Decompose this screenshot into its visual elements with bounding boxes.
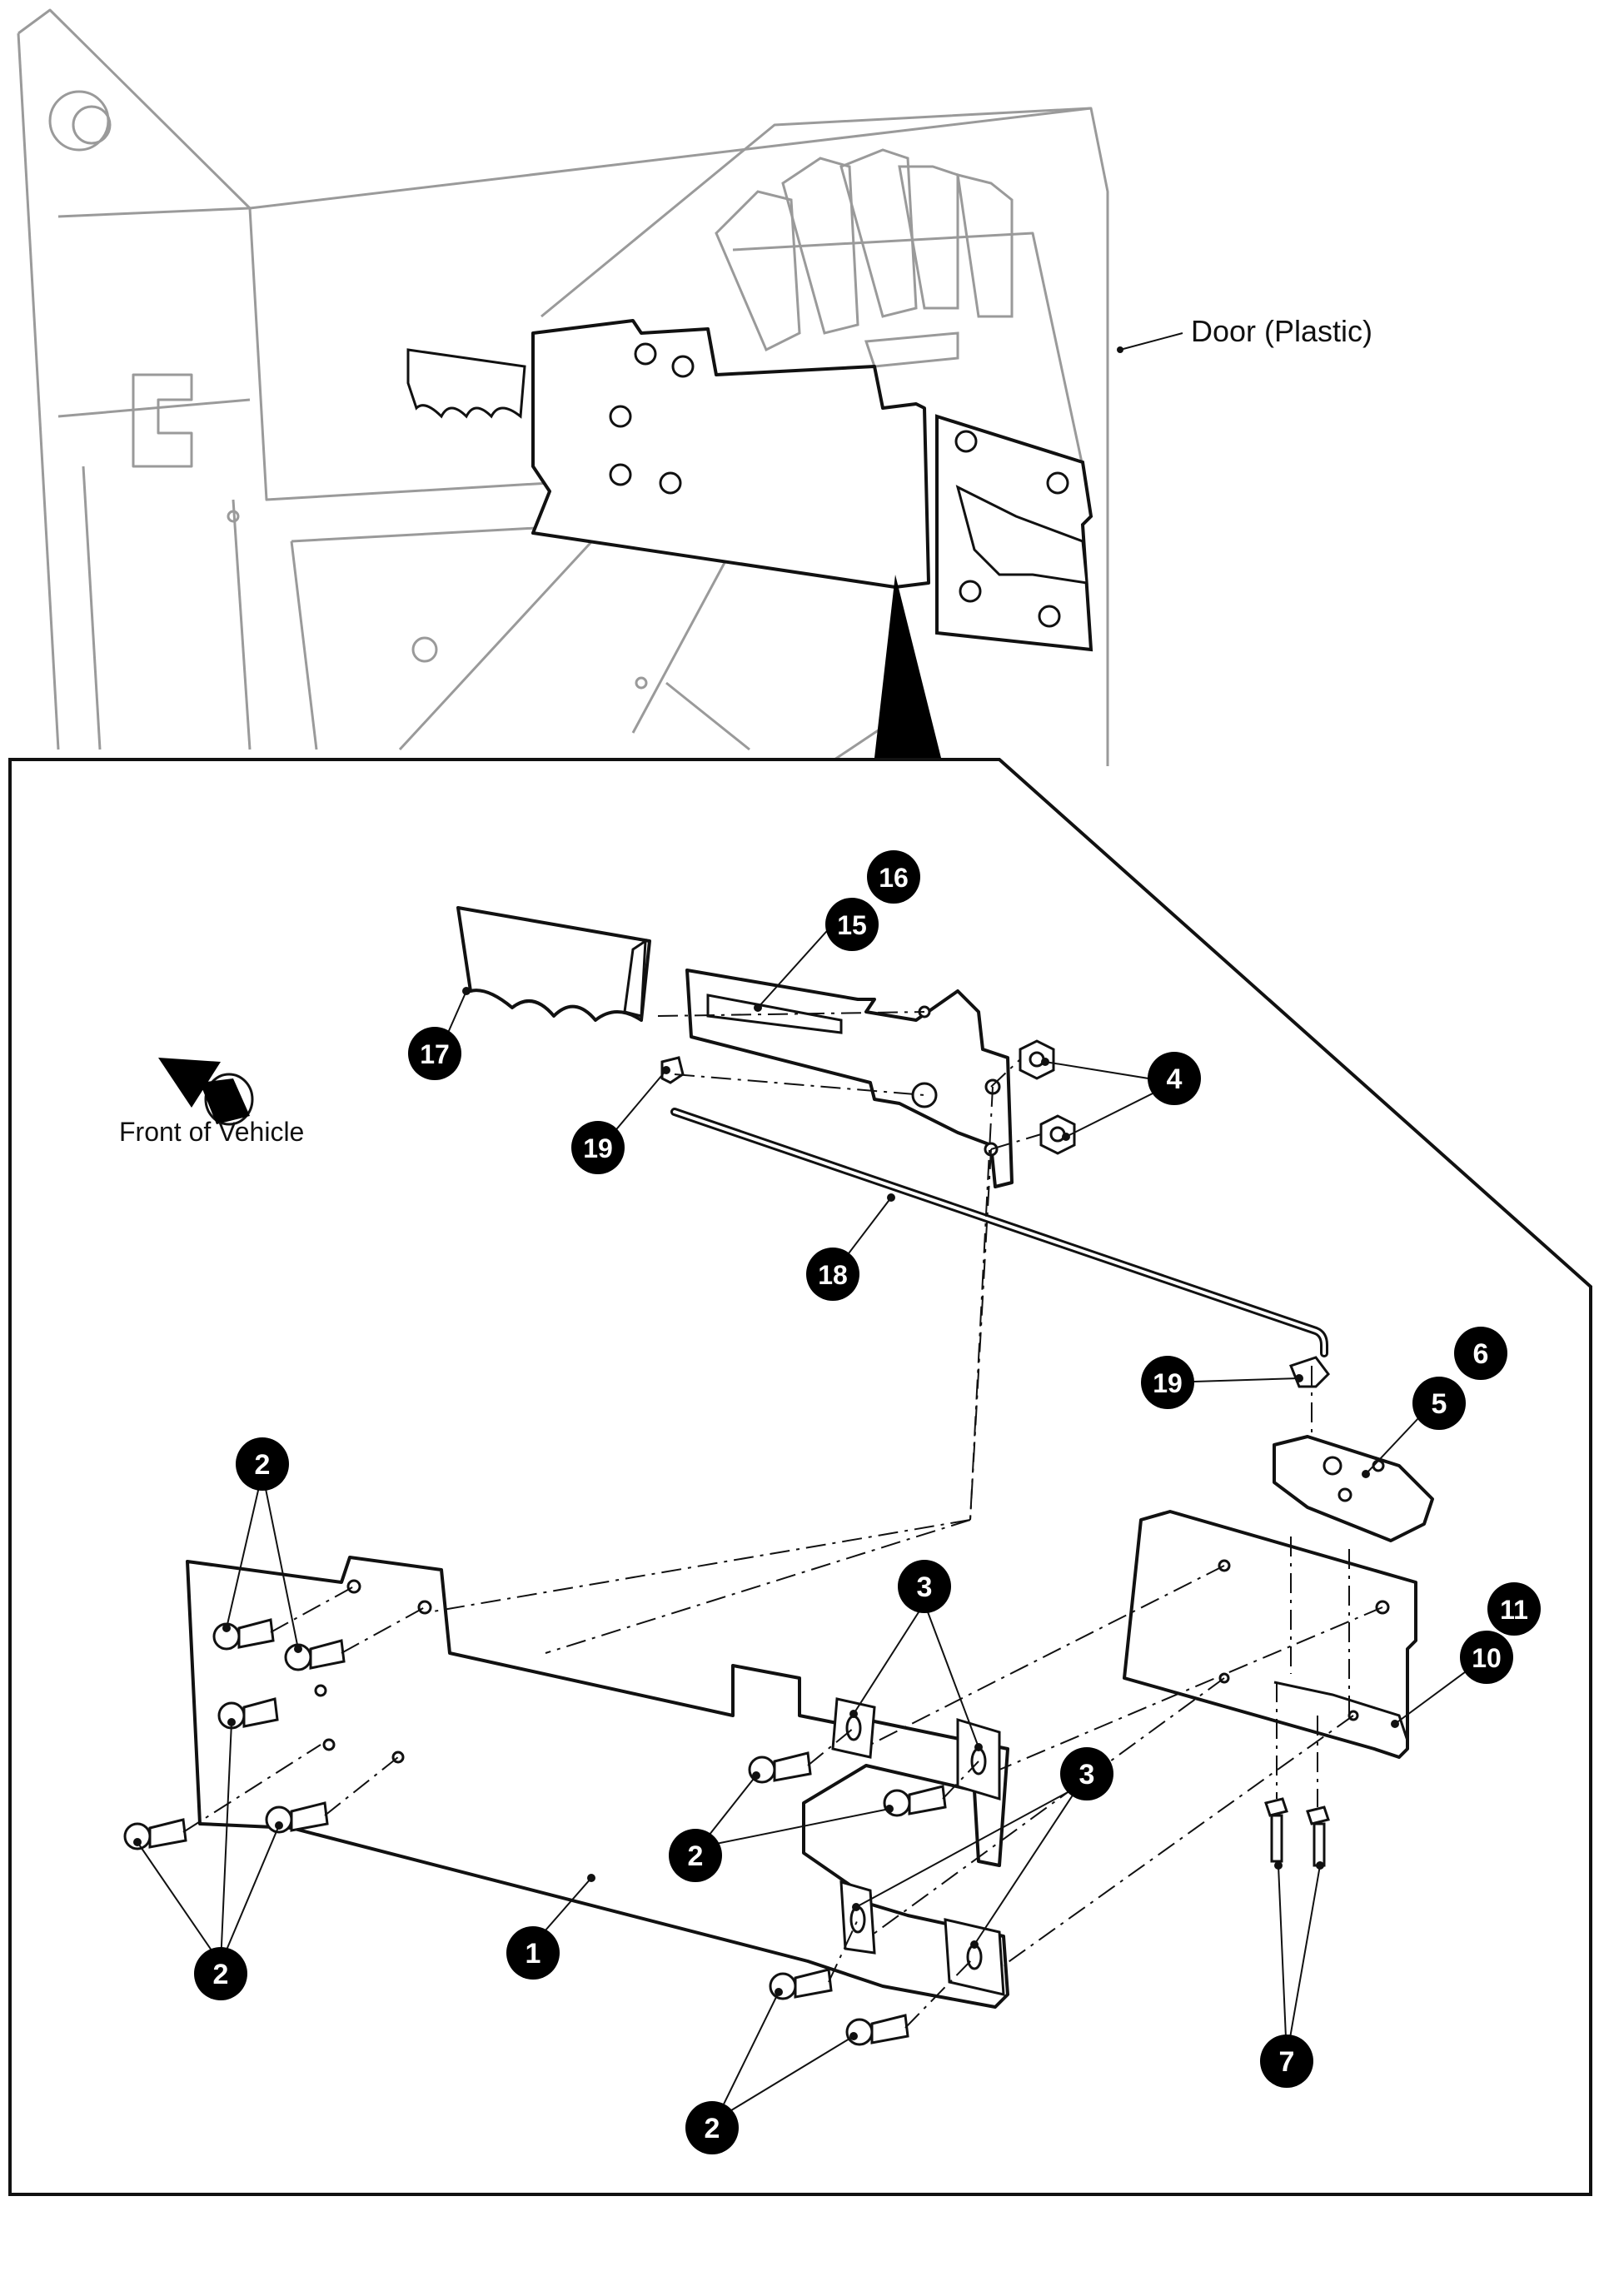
callout-2-top: 2 <box>236 1437 289 1491</box>
door-label-leader <box>1119 332 1183 351</box>
svg-text:19: 19 <box>583 1133 613 1163</box>
callout-16: 16 <box>867 850 920 904</box>
svg-text:6: 6 <box>1473 1338 1489 1370</box>
latch-bracket <box>1123 1510 1417 1759</box>
nuts <box>1019 1039 1076 1155</box>
svg-text:3: 3 <box>917 1571 933 1603</box>
bolts-vertical <box>1264 1797 1330 1867</box>
callout-5: 5 <box>1412 1377 1466 1430</box>
svg-text:16: 16 <box>879 863 909 893</box>
svg-text:11: 11 <box>1500 1595 1528 1625</box>
callout-11: 11 <box>1487 1582 1541 1636</box>
installed-mounting-plate <box>531 319 930 589</box>
callout-7: 7 <box>1260 2035 1313 2088</box>
callout-3-upper: 3 <box>898 1560 951 1613</box>
svg-text:1: 1 <box>526 1938 541 1970</box>
callout-2-left: 2 <box>194 1947 247 2000</box>
callout-4: 4 <box>1148 1052 1201 1105</box>
svg-text:5: 5 <box>1432 1388 1447 1420</box>
callout-3-lower: 3 <box>1060 1747 1113 1800</box>
callout-1: 1 <box>506 1926 560 1980</box>
slotted-tabs <box>831 1697 1005 1996</box>
alignment-lines <box>182 1011 1383 2029</box>
door-vent-slots <box>715 148 1014 368</box>
callout-2-mid: 2 <box>669 1829 722 1882</box>
callout-19-upper: 19 <box>571 1121 625 1174</box>
svg-text:19: 19 <box>1153 1368 1183 1398</box>
svg-text:7: 7 <box>1279 2046 1295 2078</box>
svg-text:2: 2 <box>213 1959 229 1990</box>
installed-latch <box>955 485 1088 585</box>
main-plate-holes <box>314 1579 432 1764</box>
svg-text:4: 4 <box>1167 1063 1183 1095</box>
callout-19-lower: 19 <box>1141 1356 1194 1409</box>
svg-text:3: 3 <box>1079 1759 1095 1790</box>
installed-plate-screws <box>609 342 695 495</box>
handle-grip <box>456 906 651 1022</box>
callout-10: 10 <box>1460 1631 1513 1684</box>
installed-bracket-screws <box>954 430 1069 628</box>
callout-2-bottom: 2 <box>685 2101 739 2154</box>
svg-text:2: 2 <box>255 1449 271 1481</box>
door-label: Door (Plastic) <box>1191 314 1372 348</box>
door-handle-ghost <box>406 348 526 419</box>
front-of-vehicle-label: Front of Vehicle <box>119 1117 304 1147</box>
detail-pointer <box>874 575 941 758</box>
button-head-screws <box>123 1618 947 2046</box>
svg-text:2: 2 <box>688 1840 704 1872</box>
front-of-vehicle-arrow-icon <box>158 1058 254 1126</box>
svg-text:2: 2 <box>705 2113 720 2144</box>
svg-text:17: 17 <box>420 1039 450 1069</box>
svg-text:18: 18 <box>818 1260 848 1290</box>
callout-17: 17 <box>408 1027 461 1080</box>
callout-15: 15 <box>825 898 879 951</box>
svg-text:10: 10 <box>1472 1643 1502 1673</box>
latch-assembly <box>1273 1435 1434 1542</box>
callout-18: 18 <box>806 1248 859 1301</box>
svg-text:15: 15 <box>837 910 867 940</box>
callout-6: 6 <box>1454 1327 1507 1380</box>
